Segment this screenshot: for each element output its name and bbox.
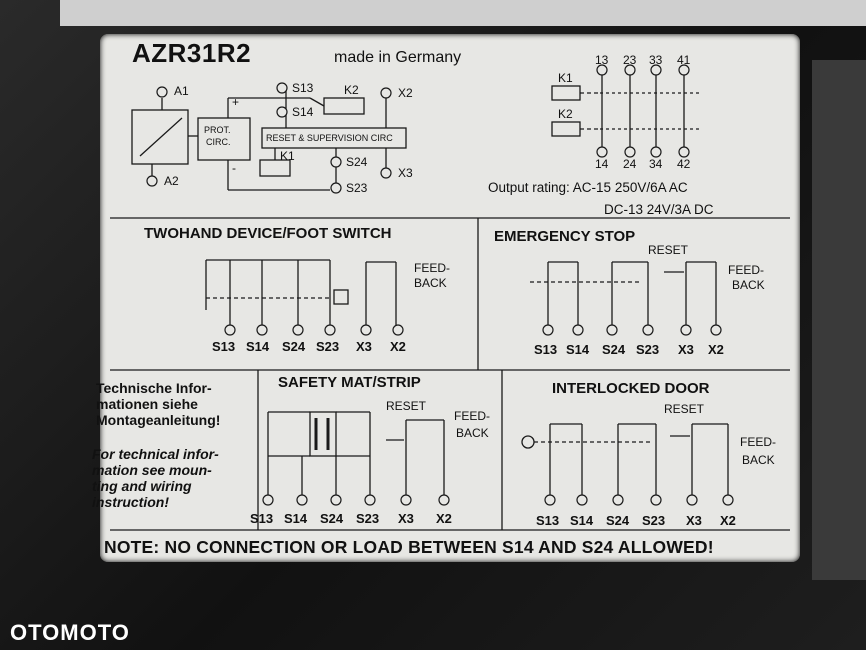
twohand-terminal-s14: S14 (246, 339, 270, 354)
minus-sign: - (232, 161, 236, 175)
terminal-a1: A1 (174, 84, 189, 98)
k1-coil-output (551, 85, 581, 101)
info-english: For technical infor- mation see moun- ti… (92, 446, 219, 511)
section-interlocked: INTERLOCKED DOOR (552, 380, 710, 397)
background-cable (812, 60, 866, 580)
reset-supervision-box (261, 127, 407, 149)
section-safety-mat: SAFETY MAT/STRIP (278, 374, 421, 391)
mat-back-label: BACK (456, 426, 489, 440)
emergency-terminal-s23: S23 (636, 342, 660, 357)
emergency-terminal-s24: S24 (602, 342, 626, 357)
twohand-feed-label: FEED- (414, 261, 450, 275)
info-german: Technische Infor- mationen siehe Montage… (96, 380, 221, 429)
emergency-terminal-x3: X3 (678, 342, 694, 357)
terminal-s14: S14 (292, 105, 314, 119)
terminal-x2: X2 (398, 86, 413, 100)
emergency-feed-label: FEED- (728, 263, 764, 277)
contact-14: 14 (595, 157, 609, 171)
twohand-terminal-x3: X3 (356, 339, 372, 354)
twohand-terminal-s24: S24 (282, 339, 306, 354)
door-terminal-x3: X3 (686, 513, 702, 528)
output-rating-dc: DC-13 24V/3A DC (604, 202, 714, 217)
door-back-label: BACK (742, 453, 775, 467)
warning-note: NOTE: NO CONNECTION OR LOAD BETWEEN S14 … (104, 537, 714, 557)
contact-41: 41 (677, 53, 691, 67)
plus-sign: + (232, 95, 240, 109)
mat-terminal-x3: X3 (398, 511, 414, 526)
power-supply-box (131, 109, 189, 165)
reset-supervision-label: RESET & SUPERVISION CIRC (266, 133, 393, 143)
door-terminal-x2: X2 (720, 513, 736, 528)
emergency-terminal-x2: X2 (708, 342, 724, 357)
contact-34: 34 (649, 157, 663, 171)
emergency-back-label: BACK (732, 278, 765, 292)
twohand-terminal-x2: X2 (390, 339, 406, 354)
background-wall (60, 0, 866, 26)
contact-24: 24 (623, 157, 637, 171)
emergency-terminal-s14: S14 (566, 342, 590, 357)
prot-label: PROT. (204, 125, 231, 135)
contact-33: 33 (649, 53, 663, 67)
terminal-s24: S24 (346, 155, 368, 169)
mat-terminal-s13: S13 (250, 511, 274, 526)
terminal-a2: A2 (164, 174, 179, 188)
section-emergency: EMERGENCY STOP (494, 228, 636, 245)
terminal-x3: X3 (398, 166, 413, 180)
mat-terminal-s24: S24 (320, 511, 344, 526)
emergency-reset-label: RESET (648, 243, 689, 257)
door-reset-label: RESET (664, 402, 705, 416)
mat-terminal-x2: X2 (436, 511, 452, 526)
otomoto-watermark: OTOMOTO (10, 620, 130, 645)
twohand-terminal-s23: S23 (316, 339, 340, 354)
output-k2-label: K2 (558, 107, 573, 121)
origin-text: made in Germany (334, 49, 462, 66)
terminal-s13: S13 (292, 81, 314, 95)
twohand-back-label: BACK (414, 276, 447, 290)
mat-terminal-s23: S23 (356, 511, 380, 526)
contact-13: 13 (595, 53, 609, 67)
k2-label: K2 (344, 83, 359, 97)
contact-42: 42 (677, 157, 691, 171)
mat-terminal-s14: S14 (284, 511, 308, 526)
door-terminal-s23: S23 (642, 513, 666, 528)
twohand-terminal-s13: S13 (212, 339, 236, 354)
door-terminal-s24: S24 (606, 513, 630, 528)
mat-feed-label: FEED- (454, 409, 490, 423)
k2-coil (323, 97, 365, 115)
circ-label: CIRC. (206, 137, 231, 147)
k1-label: K1 (280, 149, 295, 163)
terminal-s23: S23 (346, 181, 368, 195)
contact-23: 23 (623, 53, 637, 67)
section-twohand: TWOHAND DEVICE/FOOT SWITCH (144, 225, 392, 242)
mat-reset-label: RESET (386, 399, 427, 413)
door-terminal-s14: S14 (570, 513, 594, 528)
output-k1-label: K1 (558, 71, 573, 85)
emergency-terminal-s13: S13 (534, 342, 558, 357)
output-rating-ac: Output rating: AC-15 250V/6A AC (488, 180, 688, 195)
model-name: AZR31R2 (132, 38, 252, 68)
door-terminal-s13: S13 (536, 513, 560, 528)
door-feed-label: FEED- (740, 435, 776, 449)
prot-circ-box (197, 117, 251, 161)
k2-coil-output (551, 121, 581, 137)
